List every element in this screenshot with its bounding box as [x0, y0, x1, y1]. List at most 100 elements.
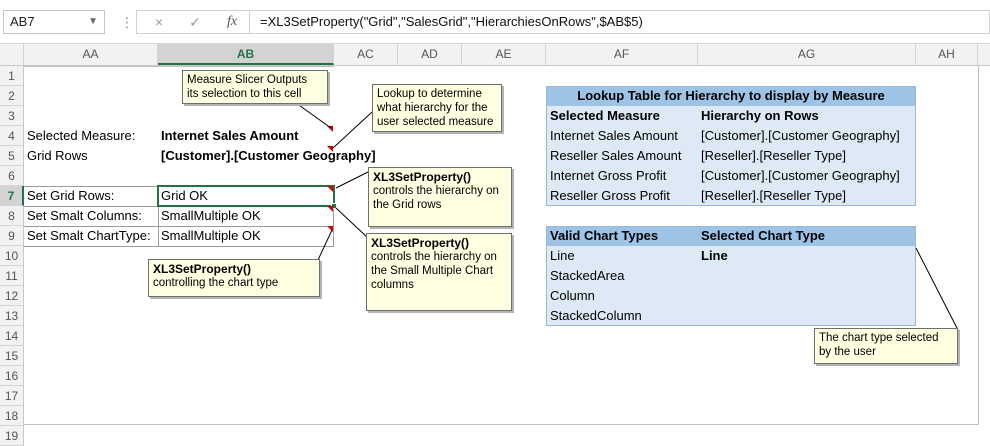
comment-line: Lookup to determine	[377, 88, 482, 100]
comment-measure-slicer: Measure Slicer Outputs its selection to …	[182, 70, 328, 104]
formula-bar-area: AB7 ▼ ⋮ × ✓ fx =XL3SetProperty("Grid","S…	[0, 0, 990, 44]
comment-line: controls the hierarchy on	[373, 185, 499, 197]
row-header[interactable]: 11	[0, 266, 24, 286]
cell-ab5[interactable]: [Customer].[Customer Geography]	[161, 148, 376, 163]
cell-ab9[interactable]: SmallMultiple OK	[161, 228, 261, 243]
cell-ab4[interactable]: Internet Sales Amount	[161, 128, 299, 143]
lookup-header-hierarchy: Hierarchy on Rows	[701, 108, 819, 123]
column-header-ah[interactable]: AH	[916, 44, 978, 65]
lookup-cell[interactable]: Internet Gross Profit	[550, 168, 667, 183]
comment-title: XL3SetProperty()	[153, 262, 252, 276]
name-box[interactable]: AB7 ▼	[3, 10, 105, 34]
lookup-table-title: Lookup Table for Hierarchy to display by…	[577, 88, 885, 103]
active-cell-selection	[157, 185, 335, 207]
enter-icon[interactable]: ✓	[189, 14, 201, 30]
range-border	[24, 66, 334, 67]
cancel-icon[interactable]: ×	[154, 14, 164, 30]
column-header-ag[interactable]: AG	[698, 44, 916, 65]
comment-line: columns	[371, 279, 414, 291]
comment-line: Measure Slicer Outputs	[187, 74, 308, 86]
lookup-cell[interactable]: Reseller Sales Amount	[550, 148, 682, 163]
lookup-header-measure: Selected Measure	[550, 108, 660, 123]
row-header[interactable]: 18	[0, 406, 24, 426]
cell-aa8[interactable]: Set Smalt Columns:	[27, 208, 142, 223]
chart-type-item[interactable]: Column	[550, 288, 595, 303]
name-box-value: AB7	[10, 14, 35, 29]
chart-header-selected: Selected Chart Type	[701, 228, 826, 243]
chart-type-item[interactable]: StackedArea	[550, 268, 625, 283]
chart-table-header-bar	[547, 227, 915, 246]
comment-marker-icon[interactable]	[327, 206, 333, 212]
cell-ab8[interactable]: SmallMultiple OK	[161, 208, 261, 223]
row-header[interactable]: 13	[0, 306, 24, 326]
row-header-selected[interactable]: 7	[0, 186, 24, 206]
row-header[interactable]: 2	[0, 86, 24, 106]
lookup-cell[interactable]: [Reseller].[Reseller Type]	[701, 148, 846, 163]
row-header[interactable]: 8	[0, 206, 24, 226]
row-header[interactable]: 12	[0, 286, 24, 306]
column-header-bar: AA AB AC AD AE AF AG AH	[0, 44, 990, 66]
row-header[interactable]: 10	[0, 246, 24, 266]
cell-aa7[interactable]: Set Grid Rows:	[27, 188, 115, 203]
comment-marker-icon[interactable]	[327, 146, 333, 152]
comment-marker-icon[interactable]	[327, 186, 333, 192]
row-header[interactable]: 5	[0, 146, 24, 166]
lookup-cell[interactable]: [Customer].[Customer Geography]	[701, 128, 900, 143]
lookup-cell[interactable]: [Customer].[Customer Geography]	[701, 168, 900, 183]
selected-chart-type[interactable]: Line	[701, 248, 728, 263]
cell-aa9[interactable]: Set Smalt ChartType:	[27, 228, 151, 243]
row-header[interactable]: 16	[0, 366, 24, 386]
comment-line: controlling the chart type	[153, 277, 279, 289]
cell-aa5[interactable]: Grid Rows	[27, 148, 88, 163]
column-header-ac[interactable]: AC	[334, 44, 398, 65]
comment-selected-chart-type: The chart type selected by the user	[814, 328, 958, 364]
select-all-corner[interactable]	[0, 44, 24, 65]
cell-aa4[interactable]: Selected Measure:	[27, 128, 136, 143]
row-header[interactable]: 1	[0, 66, 24, 86]
comment-line: user selected measure	[377, 116, 494, 128]
chart-type-item[interactable]: Line	[550, 248, 575, 263]
row-header[interactable]: 14	[0, 326, 24, 346]
cell-border	[24, 226, 334, 227]
comment-line: its selection to this cell	[187, 88, 302, 100]
used-range-right-edge	[978, 66, 979, 424]
chart-header-valid: Valid Chart Types	[550, 228, 659, 243]
comment-title: XL3SetProperty()	[373, 170, 472, 184]
row-header[interactable]: 15	[0, 346, 24, 366]
column-header-af[interactable]: AF	[546, 44, 698, 65]
column-header-ae[interactable]: AE	[462, 44, 546, 65]
lookup-cell[interactable]: Reseller Gross Profit	[550, 188, 670, 203]
comment-line: what hierarchy for the	[377, 102, 488, 114]
comment-grid-rows: XL3SetProperty() controls the hierarchy …	[368, 167, 512, 227]
row-header[interactable]: 9	[0, 226, 24, 246]
lookup-cell[interactable]: Internet Sales Amount	[550, 128, 678, 143]
used-range-bottom-edge	[24, 424, 979, 425]
row-header[interactable]: 17	[0, 386, 24, 406]
formula-input[interactable]: =XL3SetProperty("Grid","SalesGrid","Hier…	[250, 10, 990, 34]
comment-small-multiple-columns: XL3SetProperty() controls the hierarchy …	[366, 233, 512, 311]
insert-function-icon[interactable]: fx	[226, 14, 238, 29]
comment-line: The chart type selected	[819, 332, 939, 344]
formula-buttons: × ✓ fx	[136, 10, 250, 34]
comment-line: the Small Multiple Chart	[371, 265, 494, 277]
cell-border	[24, 246, 334, 247]
comment-chart-type: XL3SetProperty() controlling the chart t…	[148, 259, 320, 297]
cell-border	[333, 186, 334, 246]
comment-title: XL3SetProperty()	[371, 236, 470, 250]
column-header-ad[interactable]: AD	[398, 44, 462, 65]
comment-marker-icon[interactable]	[327, 226, 333, 232]
chart-type-item[interactable]: StackedColumn	[550, 308, 642, 323]
comment-line: by the user	[819, 346, 876, 358]
row-header[interactable]: 6	[0, 166, 24, 186]
comment-line: controls the hierarchy on	[371, 251, 497, 263]
chevron-down-icon[interactable]: ▼	[88, 16, 98, 27]
comment-lookup: Lookup to determine what hierarchy for t…	[372, 84, 502, 132]
cell-ab7[interactable]: Grid OK	[161, 188, 208, 203]
column-header-aa[interactable]: AA	[24, 44, 158, 65]
comment-marker-icon[interactable]	[327, 126, 333, 132]
column-header-ab[interactable]: AB	[158, 44, 334, 65]
row-header[interactable]: 4	[0, 126, 24, 146]
lookup-cell[interactable]: [Reseller].[Reseller Type]	[701, 188, 846, 203]
row-header[interactable]: 3	[0, 106, 24, 126]
